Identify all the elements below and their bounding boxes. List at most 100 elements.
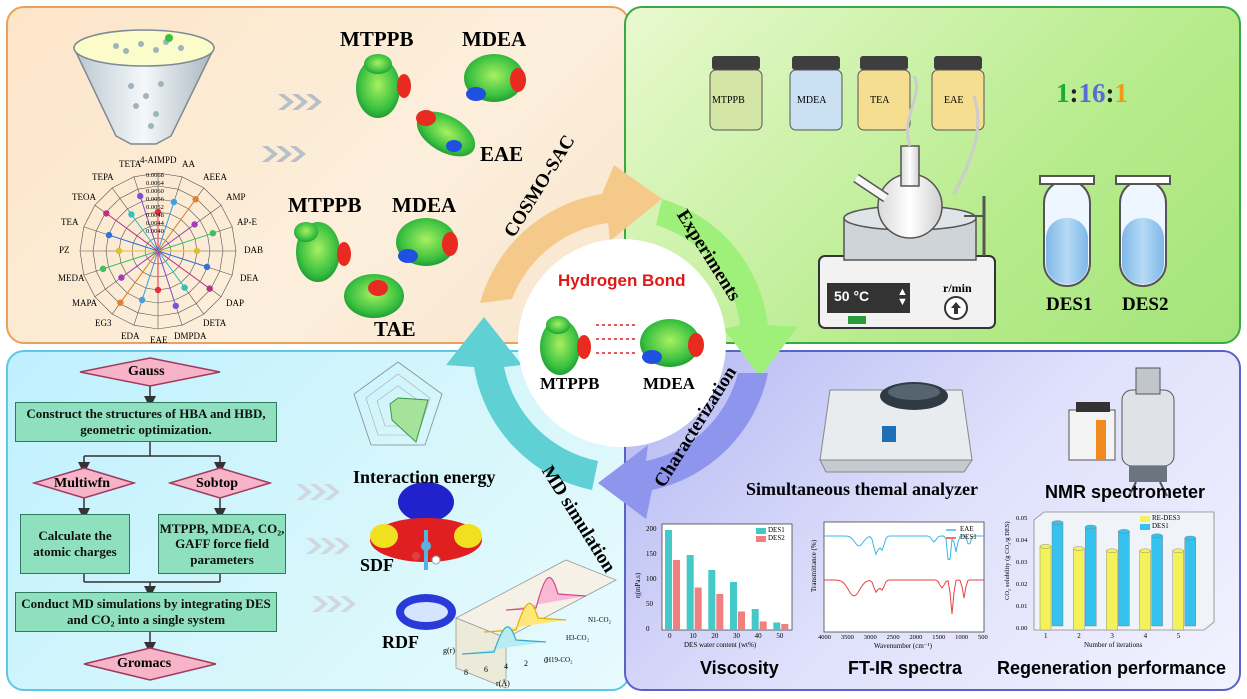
radar-point [99,265,107,272]
regen-bar-cap [1172,548,1184,554]
ftir-chart [823,521,985,633]
ftir-xlabel: Wavenumber (cm⁻¹) [874,642,932,650]
viscosity-bar [708,570,716,630]
viscosity-xtick: 10 [689,632,697,640]
radar-chart [79,172,237,330]
rdf-xtick: 8 [464,668,468,677]
radar-axis-label: 4-AIMPD [140,155,177,165]
ftir-xtick: 1500 [932,634,946,641]
regen-legend-label: RE-DES3 [1152,514,1180,522]
nmr-spectrometer-icon [1068,367,1175,497]
temp-adjust-down-icon[interactable]: ▼ [897,296,908,308]
regen-xtick: 1 [1044,632,1048,640]
regen-bar-cap [1085,524,1097,530]
cosmo-art [72,29,526,330]
rdf-xtick: 6 [484,665,488,674]
rdf-ylabel: g(r) [443,646,455,655]
radar-tick-label: 0.0048 [146,212,164,219]
vial-tea-icon [857,56,911,131]
radar-point [206,285,213,292]
radar-axis-label: PZ [59,245,70,255]
interaction-energy-radar [353,361,443,446]
mtppb-top-label: MTPPB [340,27,414,51]
ratio-c: 1 [1114,78,1129,108]
radar-axis-label: DAP [226,298,245,308]
radar-tick-label: 0.0056 [146,196,164,203]
center-mdea-label: MDEA [643,374,695,393]
radar-point [170,198,178,206]
mtppb-bottom-label: MTPPB [288,193,362,217]
radar-axis-label: AEEA [203,172,227,182]
viscosity-bar [716,594,724,630]
tube-des1-label: DES1 [1046,294,1093,315]
viscosity-chart [661,523,793,631]
eae-molecule-icon [416,110,476,157]
radar-axis-label: DAB [244,245,264,255]
radar-axis-label: TETA [119,159,142,169]
radar-axis-label: TEA [61,217,79,227]
radar-value-line [108,234,159,252]
nmr-title: NMR spectrometer [1045,482,1206,502]
viscosity-bar [781,624,789,630]
viscosity-bar [738,611,745,630]
viscosity-ytick: 200 [646,525,657,533]
ftir-line-eae [824,535,984,560]
center-mtppb-icon [540,316,591,375]
radar-point [181,284,188,291]
radar-point [193,247,201,255]
viscosity-plot-area [661,523,793,631]
ftir-legend-label: DES1 [960,533,977,541]
regeneration-title: Regeneration performance [997,658,1227,678]
radar-tick-label: 0.0044 [146,220,164,227]
radar-axis-label: TEPA [92,172,114,182]
regen-xtick: 4 [1143,632,1148,640]
radar-point [138,296,146,304]
radar-point [191,221,198,228]
rdf-series-1: N1-CO₂ [588,616,612,624]
radar-axis-label: DEA [240,273,259,283]
ftir-xtick: 2000 [909,634,923,641]
tae-label: TAE [374,317,416,341]
viscosity-bar [730,582,737,630]
radar-value-line [130,214,159,252]
rdf-xtick: 0 [544,656,548,665]
viscosity-bar [694,587,702,630]
multiwfn-label: Multiwfn [54,476,110,491]
ring-segment-md [446,317,598,490]
vial-eae-label: EAE [944,95,964,106]
radar-axis-label: EDA [121,331,140,341]
regen-legend-swatch [1140,516,1150,522]
radar-value-line [157,250,208,268]
char-art [661,367,1215,633]
ftir-xtick: 2500 [886,634,900,641]
radar-value-line [157,201,175,252]
vial-tea-label: TEA [870,95,890,106]
sdf-title: SDF [360,555,395,575]
viscosity-xtick: 40 [754,632,762,640]
radar-value-line [157,250,177,307]
ftir-legend-label: EAE [960,525,974,533]
regen-bar-cap [1039,544,1052,549]
rdf-xtick: 4 [504,662,508,671]
mdea-bottom-molecule-icon [396,218,458,266]
mtppb-top-molecule-icon [356,54,411,118]
radar-axis-label: EG3 [95,318,112,328]
viscosity-ytick: 50 [646,600,653,608]
hotplate-temperature: 50 °C [834,288,870,304]
regen-xtick: 5 [1176,632,1181,640]
hydrogen-bond-dashes [596,324,636,354]
regeneration-chart [1033,511,1215,631]
regen-xtick: 2 [1077,632,1081,640]
regen-xtick: 3 [1110,632,1114,640]
ftir-xtick: 1000 [955,634,969,641]
viscosity-xlabel: DES water content (wt%) [684,641,757,649]
regen-ytick: 0.00 [1016,625,1028,632]
viscosity-ytick: 100 [646,575,657,583]
ratio-b: 16 [1078,78,1106,108]
radar-axis-label: AP-E [237,217,257,227]
radar-value-line [102,250,159,270]
temp-adjust-icon[interactable]: ▲ [897,286,908,298]
sobtop-label: Sobtop [196,476,239,491]
gauss-label: Gauss [128,364,165,379]
chevron-arrows-icon [262,94,322,162]
